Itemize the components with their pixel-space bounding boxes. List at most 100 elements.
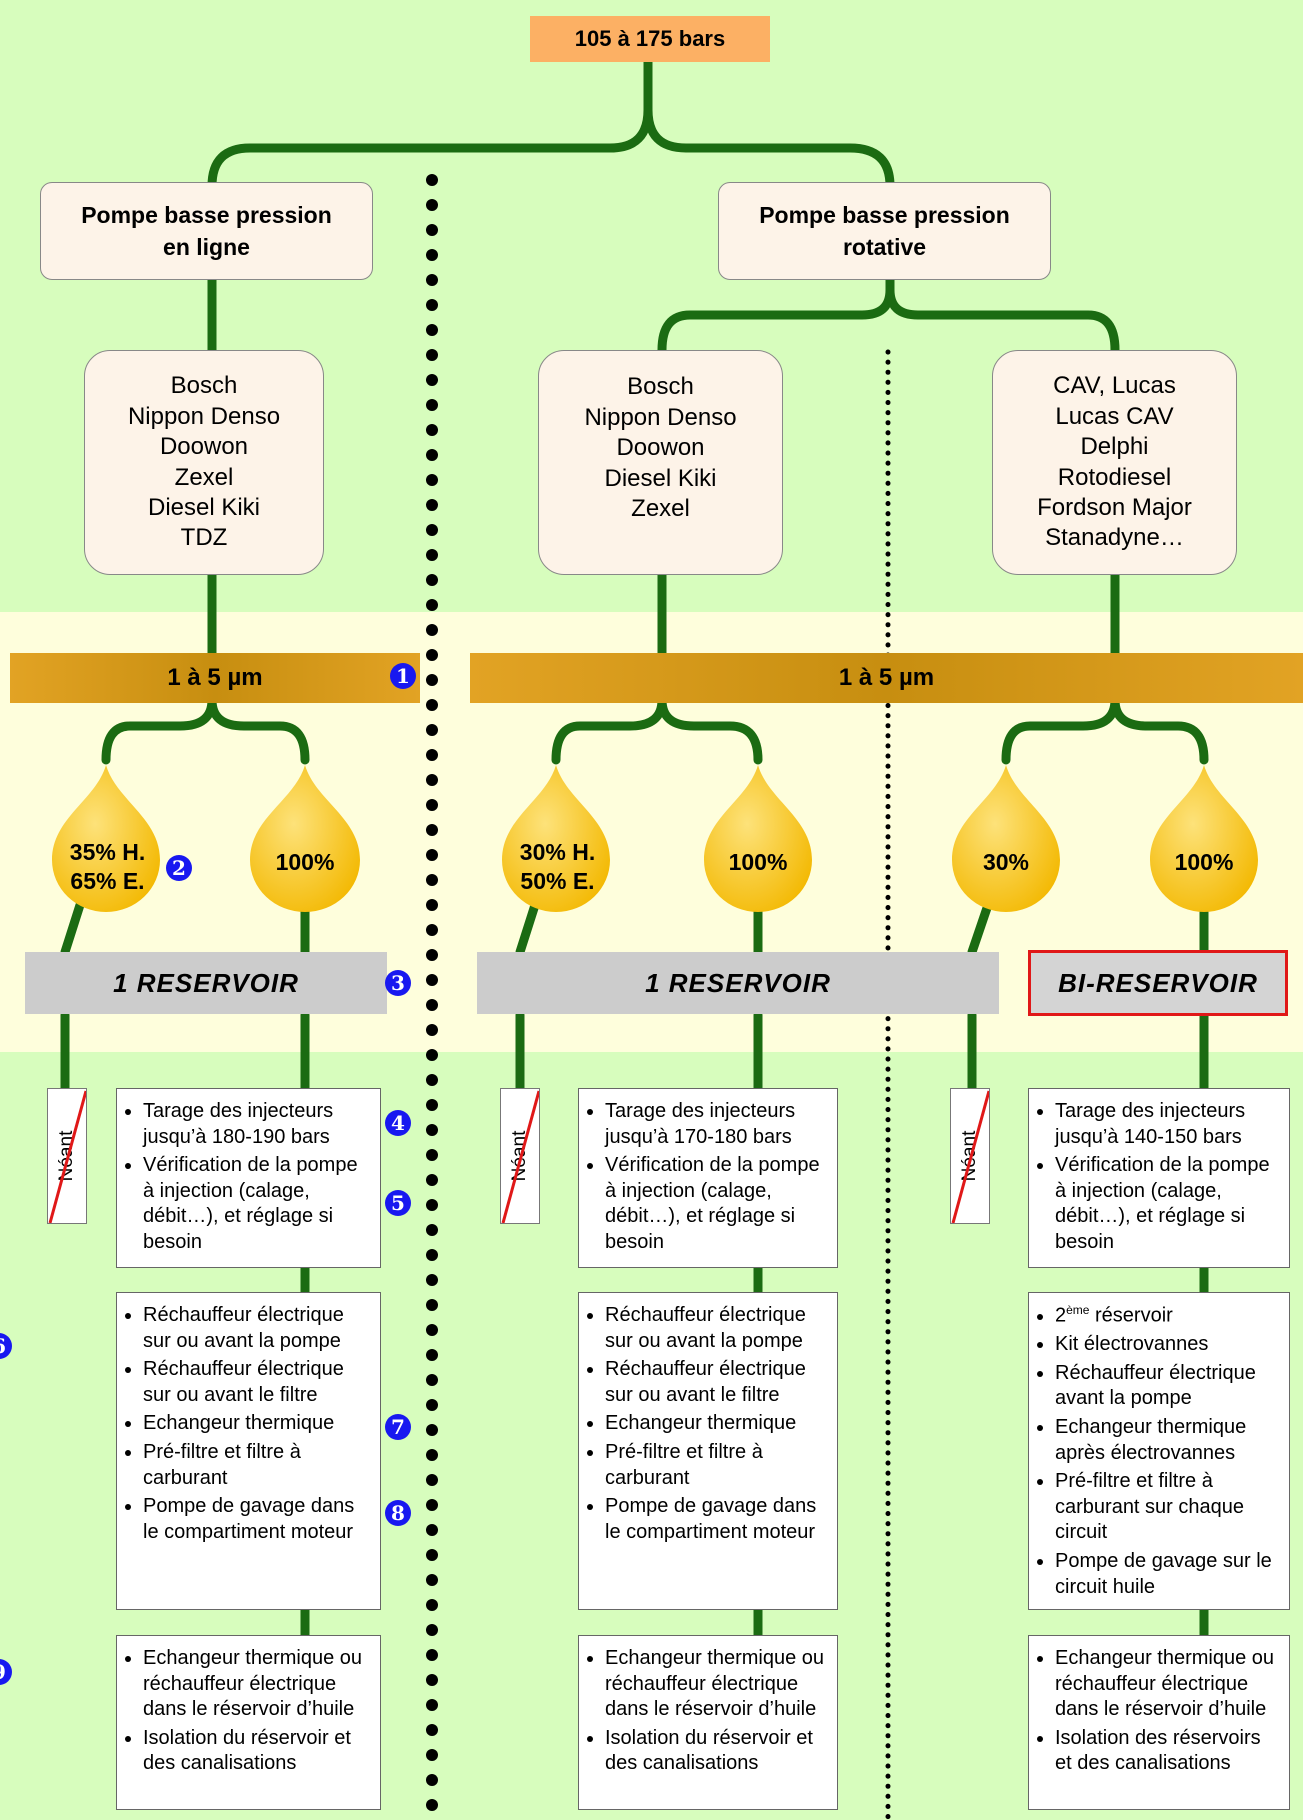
list-item: Echangeur thermique ou réchauffeur élect… (143, 1646, 370, 1723)
marker-2: 2 (166, 855, 192, 881)
marker-6: 6 (0, 1333, 12, 1359)
marker-7: 7 (385, 1414, 411, 1440)
brand-item: CAV, Lucas (1053, 372, 1176, 400)
list-item: Réchauffeur électrique avant la pompe (1055, 1361, 1279, 1412)
marker-9: 9 (0, 1659, 12, 1685)
list-item: Echangeur thermique (605, 1411, 827, 1437)
drop-label-3: 30% H. 50% E. (505, 838, 610, 896)
list-item: Vérification de la pompe à injection (ca… (143, 1153, 370, 1255)
pressure-range-box: 105 à 175 bars (530, 16, 770, 62)
col2-list-b: Réchauffeur électrique sur ou avant la p… (578, 1292, 838, 1610)
pressure-range-label: 105 à 175 bars (574, 26, 726, 51)
filter-bar-left: 1 à 5 µm (10, 653, 420, 703)
marker-4: 4 (385, 1110, 411, 1136)
list-item: Pompe de gavage sur le circuit huile (1055, 1549, 1279, 1600)
list-item: Réchauffeur électrique sur ou avant le f… (605, 1357, 827, 1408)
drop-label-1: 35% H. 65% E. (55, 838, 160, 896)
ordinal-suffix: ème (1066, 1303, 1090, 1317)
list-item: Echangeur thermique (143, 1411, 370, 1437)
list-item: Tarage des injecteurs jusqu’à 170-180 ba… (605, 1099, 827, 1150)
list-item: Pompe de gavage dans le compartiment mot… (605, 1494, 827, 1545)
inline-pump-title: Pompe basse pression (81, 201, 332, 228)
drop-text: 100% (275, 849, 335, 875)
list-item: Tarage des injecteurs jusqu’à 180-190 ba… (143, 1099, 370, 1150)
list-item: Pompe de gavage dans le compartiment mot… (143, 1494, 370, 1545)
brand-item: Bosch (170, 372, 238, 400)
marker-8: 8 (385, 1500, 411, 1526)
drop-text: 30% H. (519, 839, 596, 865)
filter-bar-right: 1 à 5 µm (470, 653, 1303, 703)
brand-item: Delphi (1080, 433, 1149, 461)
filter-label: 1 à 5 µm (167, 664, 263, 691)
brand-item: Diesel Kiki (147, 493, 261, 521)
list-item: Pré-filtre et filtre à carburant sur cha… (1055, 1469, 1279, 1546)
drop-text: 100% (728, 849, 788, 875)
marker-1: 1 (390, 663, 416, 689)
marker-3: 3 (385, 970, 411, 996)
brand-item: Doowon (616, 434, 705, 462)
list-item: Réchauffeur électrique sur ou avant le f… (143, 1357, 370, 1408)
inline-pump-subtitle: en ligne (163, 234, 250, 260)
brand-item: Diesel Kiki (604, 464, 717, 492)
list-item: Isolation du réservoir et des canalisati… (605, 1726, 827, 1777)
col3-list-a: Tarage des injecteurs jusqu’à 140-150 ba… (1028, 1088, 1290, 1268)
brand-item: Lucas CAV (1055, 402, 1174, 430)
list-item: Réchauffeur électrique sur ou avant la p… (605, 1303, 827, 1354)
neant-box-1: Néant (47, 1088, 87, 1224)
reservoir-label: 1 RESERVOIR (113, 967, 299, 998)
col1-list-c: Echangeur thermique ou réchauffeur élect… (116, 1635, 381, 1810)
reservoir-label: 1 RESERVOIR (645, 967, 831, 998)
list-item: Vérification de la pompe à injection (ca… (605, 1153, 827, 1255)
list-item: Echangeur thermique ou réchauffeur élect… (605, 1646, 827, 1723)
drop-text: 50% E. (520, 867, 595, 894)
brand-item: Doowon (159, 433, 249, 461)
list-item: Echangeur thermique après électrovannes (1055, 1415, 1279, 1466)
col2-list-a: Tarage des injecteurs jusqu’à 170-180 ba… (578, 1088, 838, 1268)
filter-label: 1 à 5 µm (838, 664, 935, 691)
col3-list-b: 2ème réservoir Kit électrovannes Réchauf… (1028, 1292, 1290, 1610)
list-item: 2ème réservoir (1055, 1303, 1279, 1329)
rotary-pump-title: Pompe basse pression (759, 201, 1010, 228)
list-item: Echangeur thermique ou réchauffeur élect… (1055, 1646, 1279, 1723)
ordinal-rest: réservoir (1089, 1304, 1173, 1327)
list-item: Réchauffeur électrique sur ou avant la p… (143, 1303, 370, 1354)
inline-pump-box: Pompe basse pression en ligne (40, 182, 373, 280)
brand-item: TDZ (180, 524, 228, 552)
brand-item: Zexel (174, 463, 234, 491)
drop-label-2: 100% (255, 848, 355, 877)
list-item: Isolation du réservoir et des canalisati… (143, 1726, 370, 1777)
drop-text: 30% (982, 849, 1030, 875)
col2-list-c: Echangeur thermique ou réchauffeur élect… (578, 1635, 838, 1810)
rotary-pump-subtitle: rotative (842, 234, 927, 260)
drop-label-6: 100% (1154, 848, 1254, 877)
brand-item: Nippon Denso (127, 402, 281, 430)
reservoir-label: BI-RESERVOIR (1058, 967, 1258, 998)
brand-item: Bosch (627, 373, 694, 401)
list-item: Pré-filtre et filtre à carburant (605, 1440, 827, 1491)
list-item: Isolation des réservoirs et des canalisa… (1055, 1726, 1279, 1777)
rotary-pump-box: Pompe basse pression rotative (718, 182, 1051, 280)
list-item: Tarage des injecteurs jusqu’à 140-150 ba… (1055, 1099, 1279, 1150)
ordinal-number: 2 (1055, 1304, 1067, 1327)
col1-list-b: Réchauffeur électrique sur ou avant la p… (116, 1292, 381, 1610)
drop-text: 100% (1174, 849, 1234, 875)
brand-item: Zexel (631, 495, 690, 523)
reservoir-box-1: 1 RESERVOIR (25, 952, 387, 1014)
brand-item: Fordson Major (1037, 493, 1192, 521)
list-item: Pré-filtre et filtre à carburant (143, 1440, 370, 1491)
drop-text: 35% H. (69, 839, 146, 865)
bi-reservoir-box: BI-RESERVOIR (1028, 950, 1288, 1016)
neant-box-2: Néant (500, 1088, 540, 1224)
reservoir-box-2: 1 RESERVOIR (477, 952, 999, 1014)
drop-text: 65% E. (70, 867, 145, 894)
marker-5: 5 (385, 1190, 411, 1216)
rotary-brands-a-box: Bosch Nippon Denso Doowon Diesel Kiki Ze… (538, 350, 783, 575)
inline-brands-box: Bosch Nippon Denso Doowon Zexel Diesel K… (84, 350, 324, 575)
list-item: Vérification de la pompe à injection (ca… (1055, 1153, 1279, 1255)
rotary-brands-b-box: CAV, Lucas Lucas CAV Delphi Rotodiesel F… (992, 350, 1237, 575)
col1-list-a: Tarage des injecteurs jusqu’à 180-190 ba… (116, 1088, 381, 1268)
drop-label-4: 100% (708, 848, 808, 877)
brand-item: Nippon Denso (584, 403, 737, 431)
neant-box-3: Néant (950, 1088, 990, 1224)
